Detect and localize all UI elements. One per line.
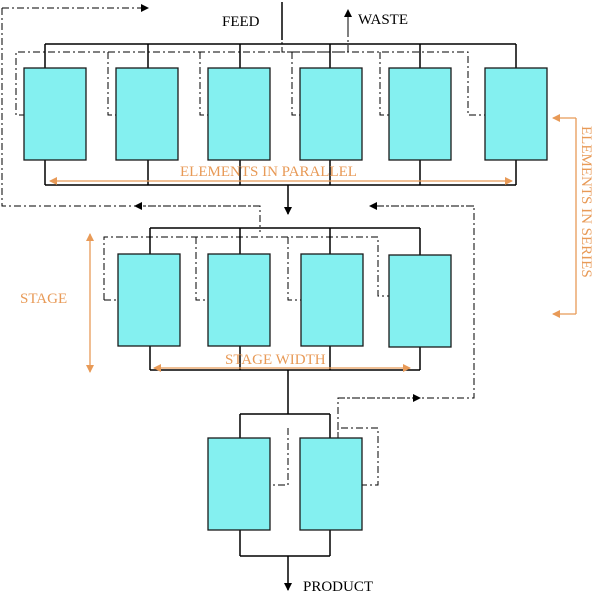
feed-label: FEED <box>222 14 260 30</box>
stage1-concentrate-lines <box>44 2 517 215</box>
stage2-elements <box>117 253 452 348</box>
stage1-elements <box>23 67 548 161</box>
waste-label: WASTE <box>358 12 408 28</box>
stage-label: STAGE <box>20 291 67 307</box>
stage2-element-1 <box>117 253 181 347</box>
elements-parallel-label: ELEMENTS IN PARALLEL <box>180 164 357 180</box>
stage3-element-2 <box>299 437 363 531</box>
stage3-concentrate-lines <box>239 413 331 591</box>
stage2-element-4 <box>388 254 452 348</box>
stage1-element-6 <box>484 67 548 161</box>
stage3-permeate-lines <box>272 427 379 486</box>
stage2-element-2 <box>207 253 271 347</box>
annotations <box>49 114 577 373</box>
stage2-permeate-lines <box>103 202 475 440</box>
stage1-element-2 <box>115 67 179 161</box>
stage1-element-4 <box>299 67 363 161</box>
stage2-element-3 <box>300 253 364 347</box>
elements-series-label: ELEMENTS IN SERIES <box>578 126 594 278</box>
product-label: PRODUCT <box>303 579 373 595</box>
stage3-elements <box>207 437 363 531</box>
stage2-concentrate-lines <box>149 227 421 414</box>
stage1-element-1 <box>23 67 87 161</box>
stage1-element-5 <box>388 67 452 161</box>
stage-width-label: STAGE WIDTH <box>225 352 326 368</box>
stage1-element-3 <box>207 67 271 161</box>
stage3-element-1 <box>207 437 271 531</box>
